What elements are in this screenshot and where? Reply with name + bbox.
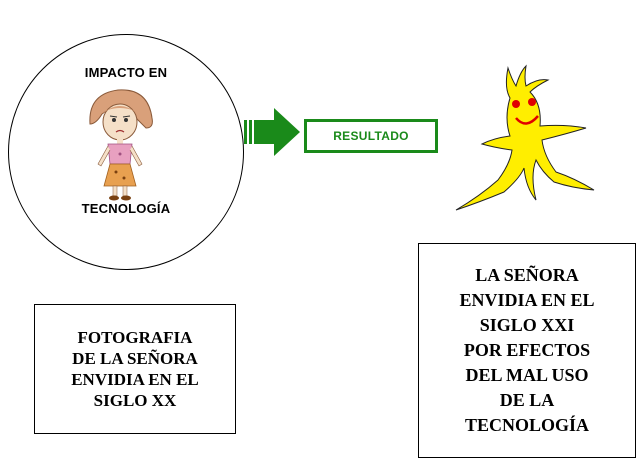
- caption-right-line: TECNOLOGÍA: [464, 415, 589, 435]
- circle-title: IMPACTO EN: [84, 65, 168, 80]
- caption-left-line: ENVIDIA EN EL: [71, 370, 199, 389]
- caption-right-line: DE LA: [499, 390, 555, 410]
- caption-right-line: POR EFECTOS: [463, 340, 591, 360]
- yellow-creature-icon: [455, 64, 595, 211]
- caption-right: LA SEÑORA ENVIDIA EN EL SIGLO XXI POR EF…: [418, 243, 636, 458]
- caption-right-line: SIGLO XXI: [479, 315, 575, 335]
- caption-right-line: DEL MAL USO: [465, 365, 589, 385]
- caption-left-line: DE LA SEÑORA: [72, 349, 198, 368]
- caption-left: FOTOGRAFIA DE LA SEÑORA ENVIDIA EN EL SI…: [34, 304, 236, 434]
- circle-bottom-text: TECNOLOGÍA: [81, 201, 171, 216]
- caption-right-line: ENVIDIA EN EL: [459, 290, 595, 310]
- caption-right-line: LA SEÑORA: [475, 265, 579, 285]
- caption-left-line: SIGLO XX: [93, 391, 177, 410]
- girl-drawing-icon: [89, 89, 153, 201]
- right-arrow-icon: [244, 108, 300, 156]
- result-box: RESULTADO: [304, 119, 438, 153]
- caption-left-line: FOTOGRAFIA: [77, 328, 193, 347]
